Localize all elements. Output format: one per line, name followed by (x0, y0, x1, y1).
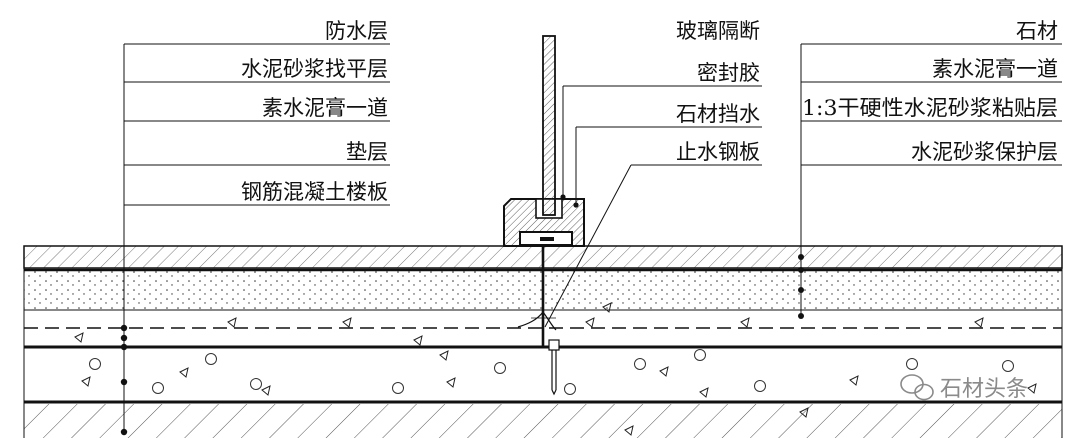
label-stone-water-stop: 石材挡水 (676, 102, 760, 126)
aggregate-triangle (81, 376, 91, 387)
water-stop-steel-plate (517, 246, 560, 396)
glass-partition (542, 35, 556, 216)
aggregate-triangle (227, 317, 237, 328)
label-water-stop-steel-plate: 止水钢板 (676, 140, 760, 164)
aggregate-triangle (602, 302, 612, 313)
watermark-text: 石材头条 (940, 377, 1028, 402)
label-leveling-mortar: 水泥砂浆找平层 (241, 57, 388, 81)
leaders-left-dots (120, 324, 128, 436)
aggregate-triangle (799, 407, 809, 418)
leaders-center (544, 85, 762, 328)
aggregate-triangle (446, 377, 456, 388)
aggregate-circle (754, 380, 766, 392)
leaders-right (800, 43, 1062, 318)
label-sealant: 密封胶 (697, 61, 760, 85)
aggregate-circle (89, 358, 101, 370)
aggregate-triangle (413, 335, 423, 346)
aggregate-triangle (342, 317, 352, 328)
aggregate-triangle (624, 425, 634, 436)
label-waterproof-layer: 防水层 (325, 19, 388, 43)
aggregate-circle (906, 358, 918, 370)
label-cushion: 垫层 (346, 140, 388, 164)
aggregate-triangle (261, 385, 271, 396)
aggregate-circle (250, 378, 262, 390)
aggregate-triangle (439, 350, 449, 361)
aggregate-circle (392, 382, 404, 394)
aggregate-circle (1002, 360, 1014, 372)
aggregate-triangle (1027, 383, 1037, 394)
aggregate-circle (152, 382, 164, 394)
label-cement-paste: 素水泥膏一道 (262, 96, 388, 120)
left-labels: 防水层 水泥砂浆找平层 素水泥膏一道 垫层 钢筋混凝土楼板 (241, 19, 388, 204)
aggregate-circle (694, 349, 706, 361)
layer-concrete-slab (24, 400, 1062, 438)
label-glass-partition: 玻璃隔断 (676, 19, 760, 43)
aggregate-circle (564, 383, 576, 395)
aggregate-marks (74, 302, 1037, 436)
aggregate-circle (494, 362, 506, 374)
label-protective-mortar: 水泥砂浆保护层 (911, 140, 1058, 164)
label-dry-mortar-bed: 1:3干硬性水泥砂浆粘贴层 (802, 96, 1058, 120)
aggregate-triangle (849, 375, 859, 386)
wechat-icon (900, 374, 934, 401)
aggregate-triangle (585, 317, 595, 328)
aggregate-triangle (74, 332, 84, 343)
aggregate-triangle (699, 387, 709, 398)
aggregate-circle (634, 358, 646, 370)
right-labels: 石材 素水泥膏一道 1:3干硬性水泥砂浆粘贴层 水泥砂浆保护层 (802, 19, 1058, 164)
aggregate-triangle (740, 317, 750, 328)
label-cement-paste-right: 素水泥膏一道 (932, 57, 1058, 81)
watermark: 石材头条 (900, 374, 1028, 402)
label-stone: 石材 (1016, 19, 1058, 43)
leaders-center-dots (573, 202, 579, 208)
leaders-right-dots (798, 254, 804, 319)
leaders-left (123, 43, 390, 432)
center-labels: 玻璃隔断 密封胶 石材挡水 止水钢板 (676, 19, 760, 164)
aggregate-triangle (179, 367, 189, 378)
aggregate-circle (205, 353, 217, 365)
label-concrete-slab: 钢筋混凝土楼板 (241, 180, 388, 204)
aggregate-triangle (974, 317, 984, 328)
aggregate-triangle (659, 366, 669, 377)
